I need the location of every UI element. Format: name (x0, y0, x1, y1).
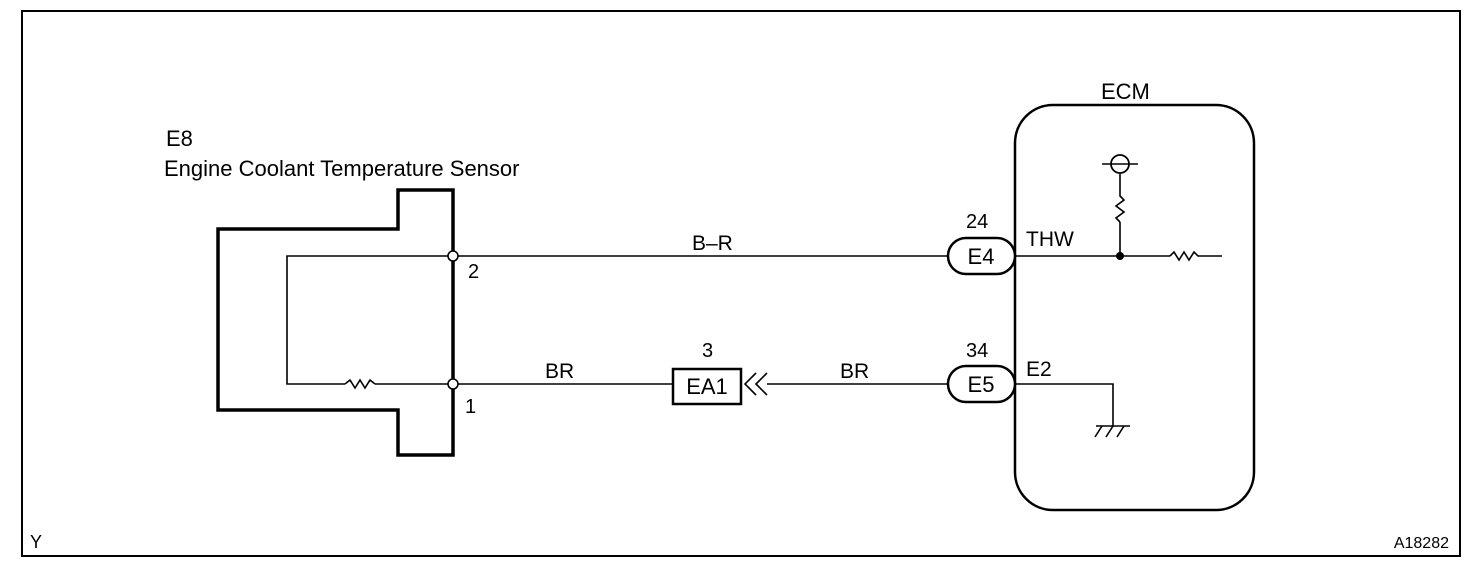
figure-id: A18282 (1394, 535, 1449, 552)
ecm-thw-label: THW (1026, 228, 1074, 251)
sensor-internal-wire (286, 255, 453, 385)
ecm-e2-ground-wire (1015, 383, 1114, 426)
connector-ea1-chevron-icon (743, 372, 768, 396)
sensor-pin-2-terminal (447, 250, 459, 262)
wire-color-br-left: BR (545, 360, 574, 383)
ecm-box (1013, 103, 1256, 512)
diagram-frame (21, 10, 1461, 557)
connector-ea1-box (671, 367, 743, 406)
corner-mark-left: Y (30, 532, 42, 552)
ecm-e2-label: E2 (1026, 358, 1052, 381)
ecm-internal-resistor-icon (1169, 250, 1222, 262)
wire-color-br-right: BR (840, 360, 869, 383)
connector-e5-label: E5 (968, 372, 995, 397)
sensor-pin-2-label: 2 (468, 261, 479, 283)
ecm-title: ECM (1101, 79, 1150, 104)
sensor-pin-1-terminal (447, 378, 459, 390)
sensor-body (216, 188, 455, 457)
wire-color-b-r: B–R (692, 232, 733, 255)
sensor-pin-1-label: 1 (465, 396, 476, 418)
connector-e4-pin: 24 (966, 211, 988, 233)
sensor-resistor-icon (344, 378, 376, 390)
connector-ea1-pin: 3 (702, 340, 713, 362)
sensor-code: E8 (166, 126, 193, 151)
connector-ea1-label: EA1 (686, 374, 728, 399)
connector-e5-pin: 34 (966, 340, 988, 362)
sensor-name: Engine Coolant Temperature Sensor (164, 156, 519, 181)
ground-icon (1094, 425, 1125, 438)
connector-e4-label: E4 (968, 244, 995, 269)
ecm-pullup-resistor-icon (1114, 174, 1126, 223)
